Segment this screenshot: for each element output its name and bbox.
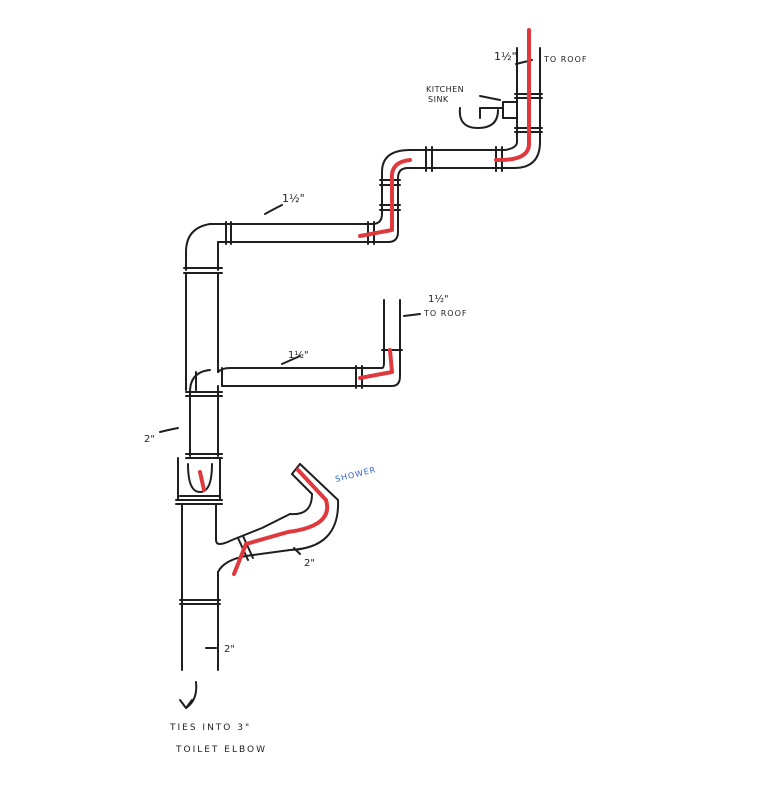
mid-vent-size-label: 1½" bbox=[428, 293, 449, 305]
upper-horizontal-size-label: 1½" bbox=[282, 192, 305, 205]
red-mark-top bbox=[494, 28, 531, 162]
shower-branch-pipe bbox=[179, 463, 340, 671]
top-vent-dest-label: TO ROOF bbox=[543, 55, 587, 64]
main-stack-size-label: 2" bbox=[144, 434, 155, 445]
red-mark-shower bbox=[232, 468, 330, 576]
red-mark-trap bbox=[198, 470, 206, 492]
leader-lines bbox=[159, 59, 533, 709]
upper-offset-pipe bbox=[209, 141, 541, 245]
red-mark-upper-offset bbox=[358, 158, 412, 238]
main-stack-upper bbox=[185, 272, 219, 391]
note-line2: TOILET ELBOW bbox=[175, 745, 267, 755]
red-mark-mid bbox=[358, 348, 394, 380]
kitchen-sink-trap bbox=[458, 101, 518, 129]
mid-horizontal-size-label: 1½" bbox=[288, 349, 309, 361]
mid-vent-dest-label: TO ROOF bbox=[423, 309, 467, 318]
top-vent-size-label: 1½" bbox=[494, 50, 517, 63]
main-stack-top-elbow bbox=[183, 223, 223, 274]
shower-arm-size-label: 2" bbox=[304, 558, 315, 569]
middle-branch-pipe bbox=[189, 299, 403, 393]
shower-label: SHOWER bbox=[334, 465, 377, 484]
kitchen-sink-label-line2: SINK bbox=[428, 95, 449, 104]
main-stack-middle bbox=[175, 385, 223, 505]
kitchen-sink-label-line1: KITCHEN bbox=[426, 85, 464, 94]
red-markings bbox=[198, 28, 531, 576]
note-line1: TIES INTO 3" bbox=[169, 723, 251, 733]
lower-stack-size-label: 2" bbox=[224, 644, 235, 655]
drawing-sheet bbox=[0, 0, 610, 792]
